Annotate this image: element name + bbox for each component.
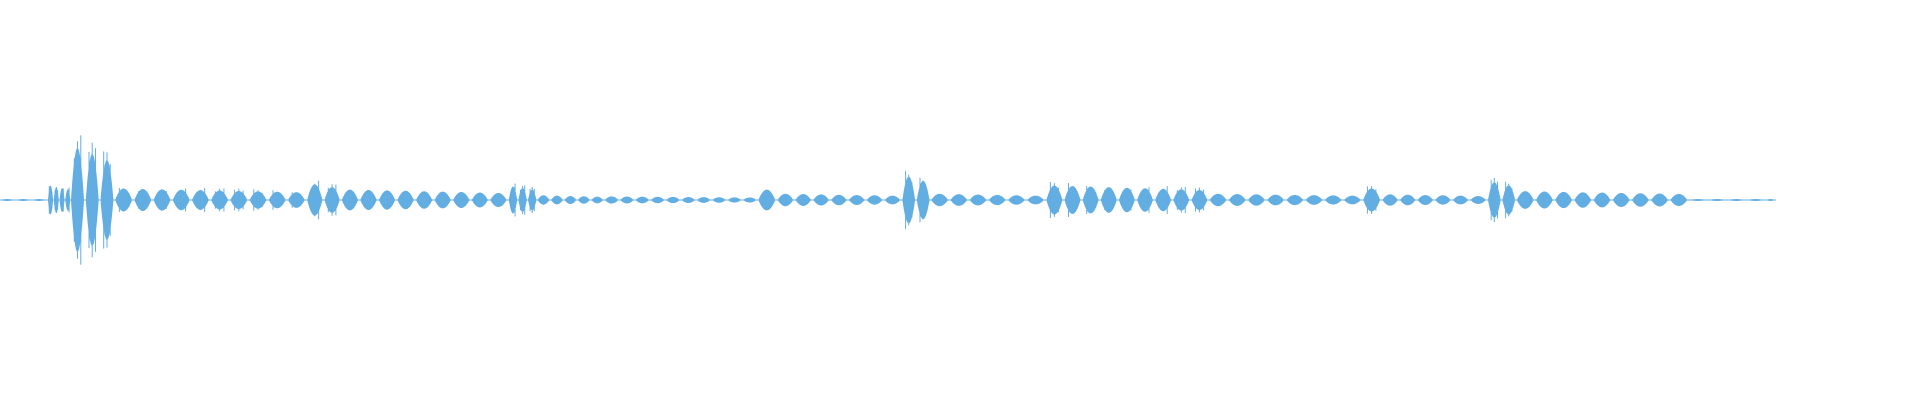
waveform-lobe xyxy=(16,199,31,201)
waveform-lobe xyxy=(1305,195,1323,205)
waveform-lobe xyxy=(777,193,794,207)
waveform-lobe xyxy=(1452,195,1469,205)
waveform-lobe xyxy=(453,192,470,208)
waveform-lobe xyxy=(1593,192,1611,208)
waveform-lobe xyxy=(758,189,776,211)
waveform-lobe xyxy=(591,196,604,204)
waveform-lobe xyxy=(866,195,883,205)
waveform-lobe xyxy=(884,195,901,205)
waveform-lobe xyxy=(341,189,359,211)
waveform-lobe xyxy=(360,190,377,210)
waveform-lobe xyxy=(564,196,577,204)
waveform-lobe xyxy=(1632,193,1649,207)
waveform-lobe xyxy=(604,196,619,204)
waveform-lobe xyxy=(1612,192,1630,208)
waveform-lobe xyxy=(1400,194,1416,206)
waveform-lobe xyxy=(537,195,550,205)
waveform-lobe xyxy=(697,197,711,203)
waveform-lobe xyxy=(635,196,649,204)
waveform-lobe xyxy=(848,195,865,205)
waveform-lobe xyxy=(1248,194,1265,206)
waveform-lobe xyxy=(950,194,968,206)
waveform-lobe xyxy=(1324,195,1342,205)
waveform-lobe xyxy=(32,199,47,201)
waveform-lobe xyxy=(743,197,757,203)
waveform-lobe xyxy=(681,197,696,203)
waveform-lobe xyxy=(1670,193,1688,207)
waveform-lobe xyxy=(1417,194,1434,206)
waveform-lobe xyxy=(1008,195,1025,205)
waveform-lobe xyxy=(1689,198,1707,202)
waveform-lobe xyxy=(1747,199,1765,201)
waveform-lobe xyxy=(969,194,987,206)
waveform-lobe xyxy=(1516,191,1534,209)
waveform-lobe xyxy=(577,196,590,204)
waveform-lobe xyxy=(1651,193,1669,207)
waveform-lobe xyxy=(650,196,665,204)
waveform-lobe xyxy=(727,197,742,203)
waveform-lobe xyxy=(1728,199,1745,201)
waveform-lobe xyxy=(1708,199,1726,201)
waveform-lobe xyxy=(1228,194,1246,206)
waveform-lobe xyxy=(1286,194,1304,206)
waveform-lobe xyxy=(1536,191,1553,209)
waveform-lobe xyxy=(813,194,829,206)
waveform-lobe xyxy=(471,192,488,208)
waveform-lobe xyxy=(620,196,634,204)
waveform-lobe xyxy=(795,194,812,206)
waveform-lobe xyxy=(551,195,563,205)
waveform-lobe xyxy=(666,196,680,204)
waveform-lobe xyxy=(1344,195,1361,205)
waveform-lobe xyxy=(378,190,396,210)
waveform-lobe xyxy=(712,197,726,203)
waveform-lobe xyxy=(1209,193,1227,207)
waveform-lobe xyxy=(416,191,433,209)
waveform-lobe xyxy=(397,190,414,210)
waveform-lobe xyxy=(1470,195,1486,205)
waveform-lobe xyxy=(1382,194,1398,206)
waveform-lobe xyxy=(1555,191,1573,209)
waveform-lobe xyxy=(434,191,451,209)
waveform-lobe xyxy=(931,193,949,207)
waveform-lobe xyxy=(1267,194,1285,206)
waveform-lobe xyxy=(1574,192,1592,208)
waveform-lobe xyxy=(0,199,15,201)
waveform-lobe xyxy=(988,194,1006,206)
waveform-lobe xyxy=(1435,195,1451,205)
waveform-lobe xyxy=(490,192,507,208)
waveform-lobe xyxy=(1766,199,1775,201)
waveform-lobe xyxy=(1027,195,1045,205)
waveform-lobe xyxy=(831,194,847,206)
